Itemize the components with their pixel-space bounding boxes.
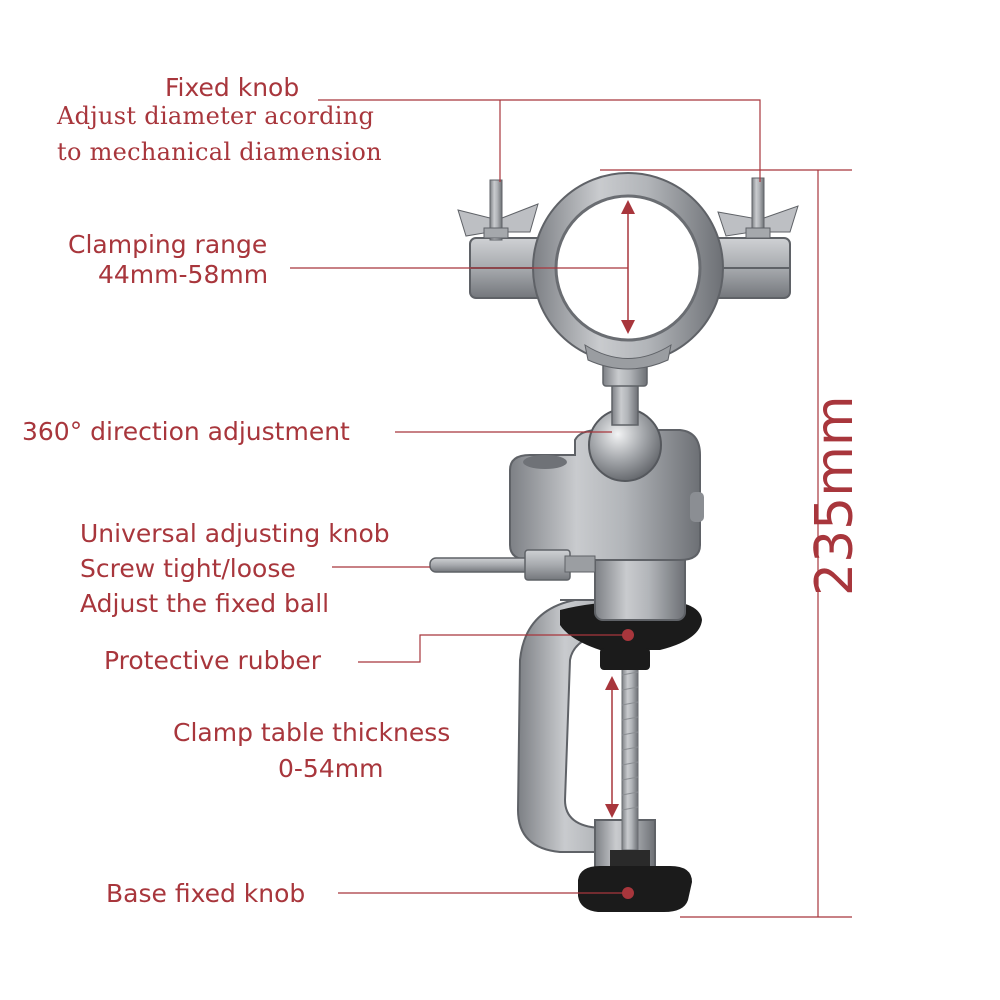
clamp-thickness-label: Clamp table thickness — [173, 718, 451, 747]
ring-clamp — [469, 172, 791, 370]
rubber-marker-dot — [622, 629, 634, 641]
adjusting-knob-rod — [429, 549, 596, 581]
fixed-knob-label: Fixed knob — [165, 73, 300, 102]
base-knob-marker-dot — [622, 887, 634, 899]
clamping-range-value: 44mm-58mm — [98, 260, 269, 289]
overall-height-label: 235mm — [805, 395, 865, 596]
universal-knob-note-1: Screw tight/loose — [80, 554, 296, 583]
table-thickness-arrow — [605, 676, 619, 818]
direction-adjustment-label: 360° direction adjustment — [22, 417, 350, 446]
base-knob — [578, 850, 692, 912]
clamp-thickness-value: 0-54mm — [278, 754, 384, 783]
clamping-range-arrow — [621, 200, 635, 334]
annotation-lines — [290, 99, 852, 918]
fixed-knob-note-line1: Adjust diameter acording — [57, 102, 375, 130]
ball-neck — [611, 379, 639, 426]
wing-nut-right — [717, 177, 799, 239]
universal-knob-label: Universal adjusting knob — [80, 519, 390, 548]
rubber-pad-foot — [600, 648, 650, 670]
clamping-range-label: Clamping range — [68, 230, 268, 259]
protective-rubber-label: Protective rubber — [104, 646, 321, 675]
universal-knob-note-2: Adjust the fixed ball — [80, 589, 330, 618]
clamp-screw — [621, 659, 639, 851]
base-knob-label: Base fixed knob — [106, 879, 306, 908]
wing-nut-left — [457, 179, 539, 241]
fixed-knob-note-line2: to mechanical diamension — [57, 138, 382, 166]
